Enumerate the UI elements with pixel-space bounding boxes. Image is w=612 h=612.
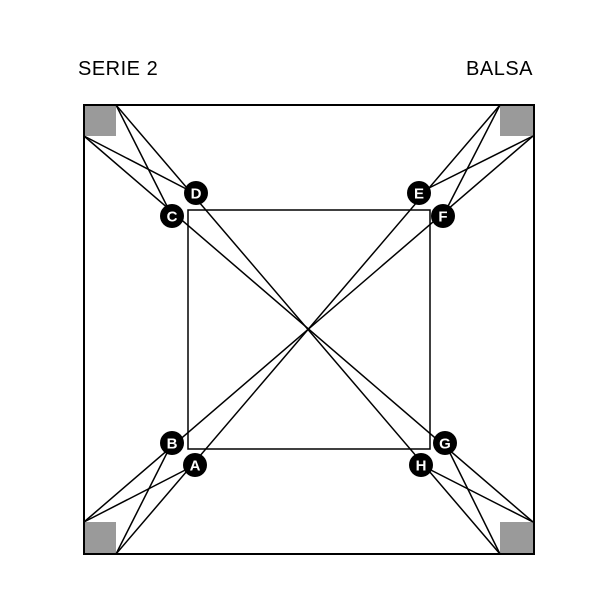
node-C-marker	[160, 204, 184, 228]
node-B-label: B	[167, 436, 178, 453]
fan-tr-2	[418, 135, 534, 194]
node-C: C	[160, 204, 184, 228]
fan-br-1	[444, 442, 501, 555]
fan-tl-2	[115, 104, 173, 217]
fan-tr-1	[442, 104, 501, 217]
inner-square	[187, 209, 431, 450]
node-A-label: A	[190, 458, 201, 475]
node-A-marker	[183, 453, 207, 477]
node-D-marker	[184, 181, 208, 205]
cross-line-4	[83, 135, 534, 523]
node-F-label: F	[438, 209, 447, 226]
node-G-label: G	[439, 436, 451, 453]
outer-frame	[83, 104, 535, 555]
left-title: SERIE 2	[78, 58, 159, 80]
node-A: A	[183, 453, 207, 477]
corner-block-top-left	[85, 105, 116, 136]
corner-block-bottom-left	[85, 522, 116, 554]
fan-tl-1	[83, 135, 197, 195]
node-E-marker	[407, 181, 431, 205]
node-F-marker	[431, 204, 455, 228]
right-title: BALSA	[466, 58, 533, 80]
node-H-label: H	[416, 458, 427, 475]
node-D: D	[184, 181, 208, 205]
node-G: G	[433, 431, 457, 455]
node-F: F	[431, 204, 455, 228]
node-H-marker	[409, 453, 433, 477]
fan-br-2	[420, 464, 534, 523]
node-D-label: D	[191, 186, 202, 203]
node-B: B	[160, 431, 184, 455]
node-E-label: E	[414, 186, 424, 203]
node-B-marker	[160, 431, 184, 455]
node-G-marker	[433, 431, 457, 455]
node-C-label: C	[167, 209, 178, 226]
corner-block-bottom-right	[500, 522, 533, 554]
corner-block-top-right	[500, 105, 533, 136]
lines	[83, 104, 534, 555]
node-H: H	[409, 453, 433, 477]
fan-bl-1	[83, 464, 196, 523]
node-E: E	[407, 181, 431, 205]
fan-bl-2	[115, 442, 173, 555]
